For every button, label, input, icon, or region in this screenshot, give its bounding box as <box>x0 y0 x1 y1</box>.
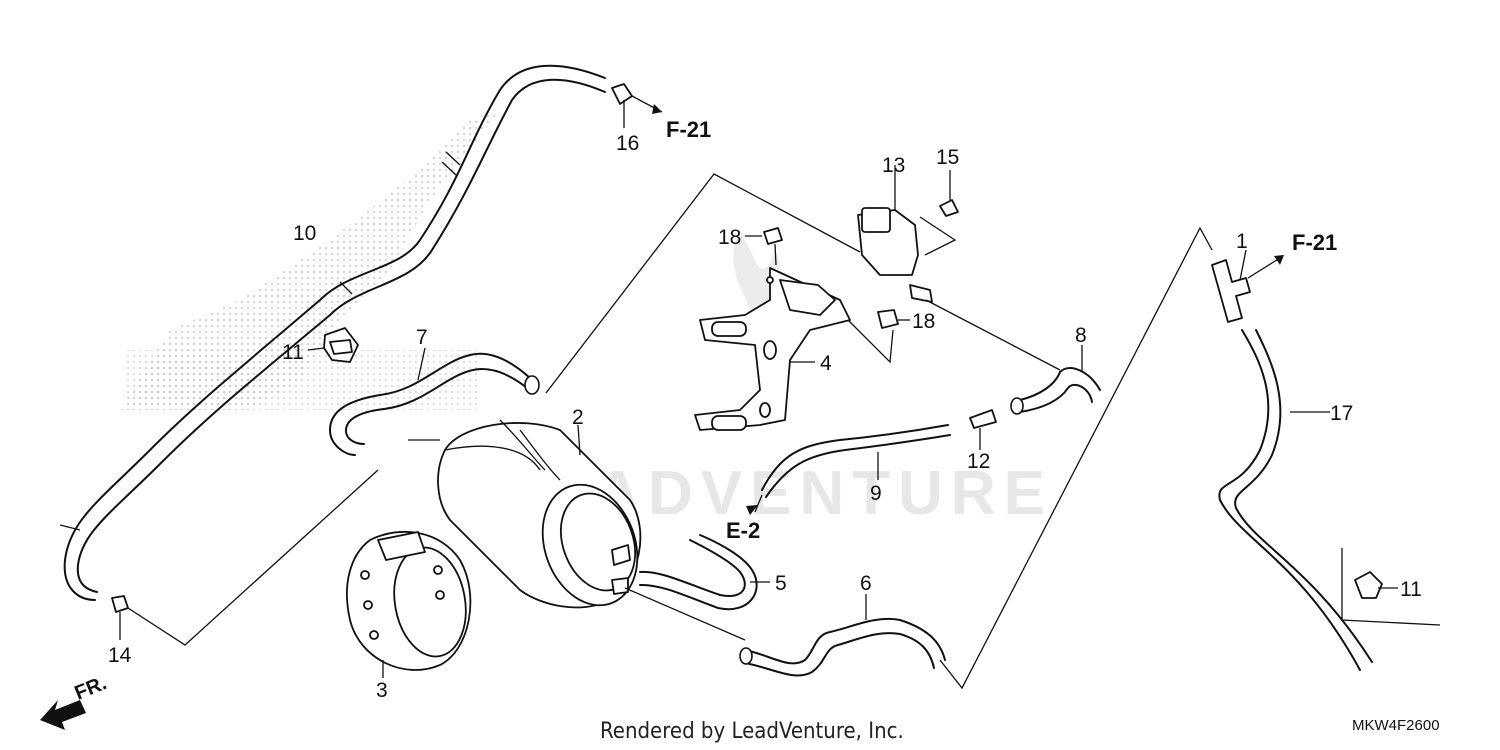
band-3 <box>346 530 472 678</box>
bolt-18-right <box>847 309 910 364</box>
hose-5 <box>639 534 770 611</box>
clip-11-right <box>1341 548 1441 626</box>
callout-2[interactable]: 2 <box>572 406 584 429</box>
ref-e2[interactable]: E-2 <box>726 518 760 543</box>
callout-16[interactable]: 16 <box>616 132 639 155</box>
front-direction-arrow <box>40 700 86 730</box>
hose-10 <box>59 64 606 601</box>
hose-9 <box>746 424 951 515</box>
hose-6 <box>624 587 946 677</box>
callout-11-right[interactable]: 11 <box>1400 578 1422 601</box>
solenoid-13 <box>857 165 957 303</box>
front-direction-label: FR. <box>72 672 110 704</box>
callout-18-top[interactable]: 18 <box>718 226 741 249</box>
callout-18-right[interactable]: 18 <box>912 310 935 333</box>
diagram-code: MKW4F2600 <box>1352 717 1440 734</box>
hose-17 <box>1218 329 1373 671</box>
joint-12 <box>969 409 997 450</box>
joint-1 <box>1211 249 1284 323</box>
credit-text: Rendered by LeadVenture, Inc. <box>600 719 904 744</box>
clip-14 <box>111 469 379 646</box>
callout-9[interactable]: 9 <box>870 482 882 505</box>
callout-10[interactable]: 10 <box>293 222 316 245</box>
watermark-logo <box>120 110 781 410</box>
ref-f21-top[interactable]: F-21 <box>666 117 711 142</box>
callout-3[interactable]: 3 <box>376 679 388 702</box>
clip-11-left <box>307 327 359 363</box>
leader-7-13 <box>545 173 861 394</box>
callout-4[interactable]: 4 <box>820 352 832 375</box>
callout-1[interactable]: 1 <box>1236 230 1248 253</box>
callout-7[interactable]: 7 <box>416 326 428 349</box>
callout-8[interactable]: 8 <box>1075 324 1087 347</box>
clip-16 <box>611 83 663 128</box>
hose-7 <box>329 347 540 456</box>
bolt-18-top <box>745 227 783 266</box>
callout-13[interactable]: 13 <box>882 154 905 177</box>
leader-6-17 <box>939 226 1213 690</box>
callout-17[interactable]: 17 <box>1330 402 1353 425</box>
hose-8 <box>925 299 1101 415</box>
callout-11-left[interactable]: 11 <box>282 341 304 364</box>
callout-12[interactable]: 12 <box>967 450 990 473</box>
callout-5[interactable]: 5 <box>775 572 787 595</box>
callout-14[interactable]: 14 <box>108 644 132 667</box>
bolt-15 <box>939 170 959 217</box>
callout-6[interactable]: 6 <box>860 572 872 595</box>
bracket-4 <box>694 267 851 431</box>
ref-f21-right[interactable]: F-21 <box>1292 230 1337 255</box>
canister-2 <box>408 419 642 609</box>
callout-15[interactable]: 15 <box>936 146 959 169</box>
